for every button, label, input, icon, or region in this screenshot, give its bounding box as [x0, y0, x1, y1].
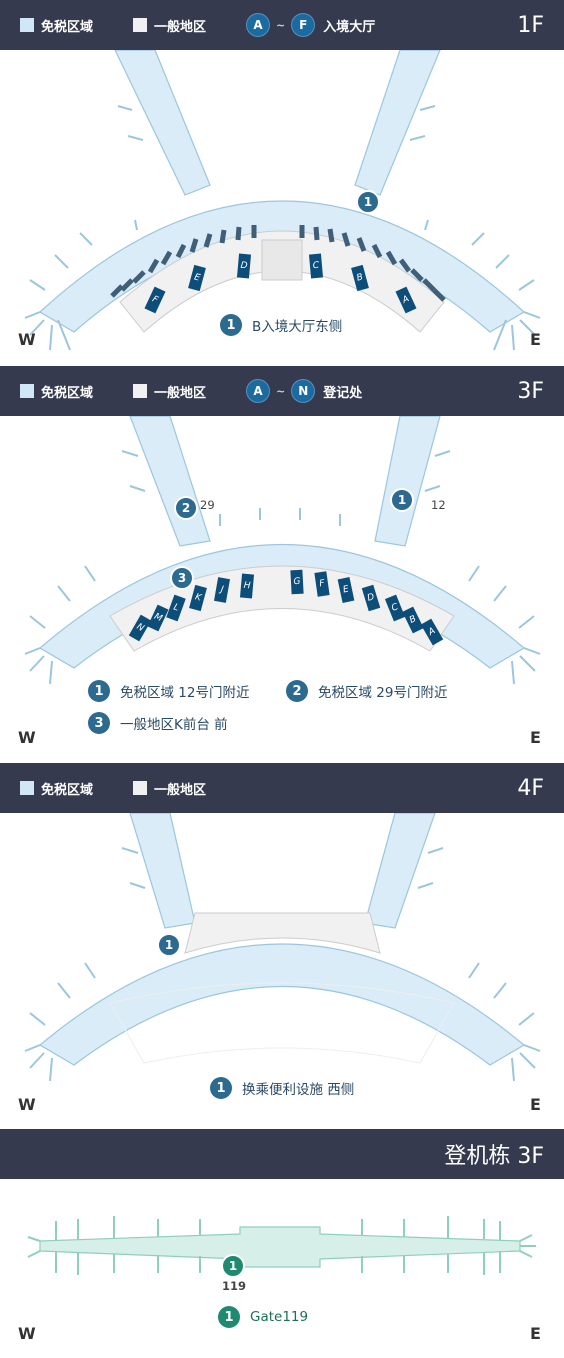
legend-duty-free-label: 免税区域 [41, 385, 94, 401]
floor-title: 登机栋 3F [444, 1144, 544, 1169]
floor-4f-map: 1 1 换乘便利设施 西侧 W E [0, 813, 564, 1129]
general-swatch [133, 781, 148, 795]
floor-3f-map-graphic [24, 416, 541, 685]
location-marker-3[interactable]: 3 [170, 566, 194, 590]
note-text: 一般地区K前台 前 [120, 717, 228, 733]
floor-1f-map-graphic [24, 50, 541, 351]
floor-title: 3F [517, 378, 544, 404]
note-1: 1 免税区域 12号门附近 [88, 680, 249, 702]
floor-title: 1F [517, 12, 544, 38]
west-label: W [18, 330, 36, 349]
note-text: 免税区域 12号门附近 [120, 685, 250, 701]
floor-4f-section: 免税区域 一般地区 4F 1 1 换乘便利设施 西侧 W E [0, 763, 564, 1129]
floor-title: 4F [517, 775, 544, 801]
legend: 免税区域 一般地区 A ~ F 入境大厅 [20, 0, 415, 50]
note-text: Gate119 [250, 1309, 309, 1325]
floor-3f-header: 免税区域 一般地区 A ~ N 登记处 3F [0, 366, 564, 416]
counter-d: D [236, 253, 252, 279]
concourse-3f-header: 登机栋 3F [0, 1129, 564, 1179]
legend-duty-free: 免税区域 [20, 779, 93, 798]
note-number: 1 [218, 1306, 240, 1328]
note-text: 免税区域 29号门附近 [318, 685, 448, 701]
note-1: 1 B入境大厅东侧 [220, 314, 342, 336]
gate-12-label: 12 [431, 498, 446, 512]
range-start-badge: A [246, 13, 271, 37]
west-label: W [18, 1095, 36, 1114]
counter-g: G [290, 569, 304, 595]
legend-general-label: 一般地区 [154, 782, 207, 798]
east-label: E [530, 728, 541, 747]
note-1: 1 换乘便利设施 西侧 [210, 1077, 354, 1099]
range-end-badge: N [291, 379, 316, 403]
legend-range: A ~ N 登记处 [246, 379, 362, 403]
location-marker-1[interactable]: 1 [356, 190, 380, 214]
legend-general: 一般地区 [133, 16, 206, 35]
legend-general-label: 一般地区 [154, 19, 207, 35]
legend-duty-free-label: 免税区域 [41, 782, 94, 798]
location-marker-2[interactable]: 2 [174, 496, 198, 520]
location-marker-1[interactable]: 1 [221, 1254, 245, 1278]
note-number: 3 [88, 712, 110, 734]
floor-4f-map-graphic [24, 813, 541, 1082]
range-label: 入境大厅 [323, 19, 376, 35]
east-label: E [530, 1095, 541, 1114]
general-swatch [133, 18, 148, 32]
note-2: 2 免税区域 29号门附近 [286, 680, 447, 702]
note-number: 1 [88, 680, 110, 702]
note-3: 3 一般地区K前台 前 [88, 712, 228, 734]
legend: 免税区域 一般地区 A ~ N 登记处 [20, 366, 402, 416]
note-number: 1 [210, 1077, 232, 1099]
floor-3f-section: 免税区域 一般地区 A ~ N 登记处 3F [0, 366, 564, 763]
floor-4f-header: 免税区域 一般地区 4F [0, 763, 564, 813]
east-label: E [530, 1324, 541, 1343]
range-tilde: ~ [276, 18, 286, 32]
note-number: 2 [286, 680, 308, 702]
range-start-badge: A [246, 379, 271, 403]
gate-29-label: 29 [200, 498, 215, 512]
legend-duty-free: 免税区域 [20, 16, 93, 35]
location-marker-1[interactable]: 1 [157, 933, 181, 957]
range-tilde: ~ [276, 384, 286, 398]
west-label: W [18, 1324, 36, 1343]
counter-c: C [308, 253, 324, 279]
legend-general: 一般地区 [133, 779, 206, 798]
range-end-badge: F [291, 13, 316, 37]
legend-duty-free: 免税区域 [20, 382, 93, 401]
duty-free-swatch [20, 781, 34, 795]
legend: 免税区域 一般地区 [20, 763, 246, 813]
legend-duty-free-label: 免税区域 [41, 19, 94, 35]
floor-1f-header: 免税区域 一般地区 A ~ F 入境大厅 1F [0, 0, 564, 50]
legend-general-label: 一般地区 [154, 385, 207, 401]
location-marker-1[interactable]: 1 [390, 488, 414, 512]
range-label: 登记处 [323, 385, 363, 401]
legend-range: A ~ F 入境大厅 [246, 13, 375, 37]
duty-free-swatch [20, 18, 34, 32]
note-text: 换乘便利设施 西侧 [242, 1082, 355, 1098]
concourse-3f-map-graphic [27, 1216, 536, 1275]
floor-1f-section: 免税区域 一般地区 A ~ F 入境大厅 1F [0, 0, 564, 366]
note-1: 1 Gate119 [218, 1306, 308, 1328]
note-text: B入境大厅东侧 [252, 319, 343, 335]
east-label: E [530, 330, 541, 349]
west-label: W [18, 728, 36, 747]
duty-free-swatch [20, 384, 34, 398]
legend-general: 一般地区 [133, 382, 206, 401]
general-swatch [133, 384, 148, 398]
note-number: 1 [220, 314, 242, 336]
gate-119-label: 119 [222, 1279, 247, 1293]
counter-h: H [239, 573, 255, 599]
